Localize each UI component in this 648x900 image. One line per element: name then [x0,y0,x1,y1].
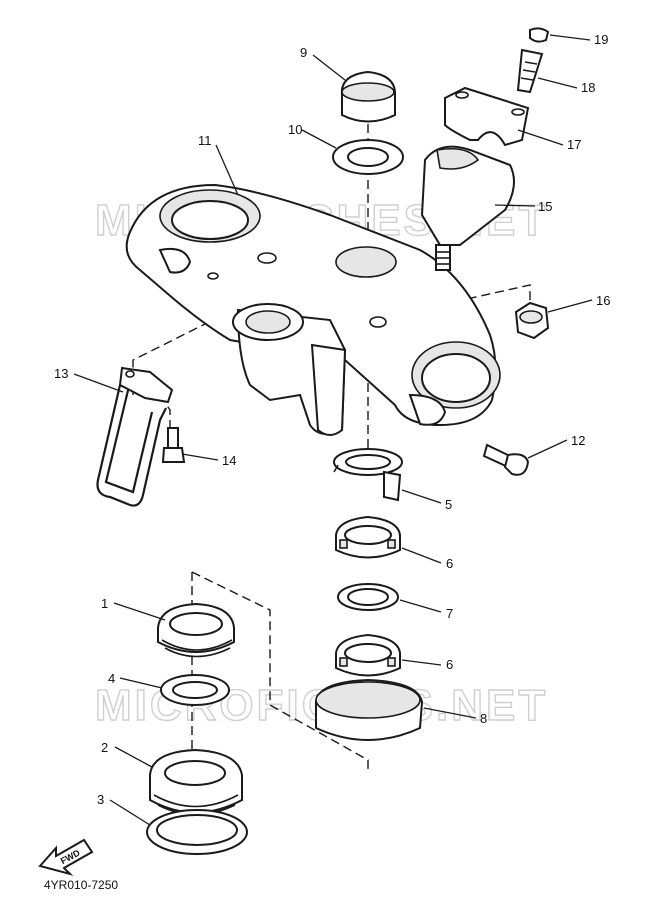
callout-6-lower: 6 [446,657,453,672]
callout-16: 16 [596,293,610,308]
callout-15: 15 [538,199,552,214]
callout-3: 3 [97,792,104,807]
bearing-cover [315,678,424,741]
bolt-cap [529,27,550,43]
leader-lines [73,34,593,826]
callout-5: 5 [445,497,452,512]
callout-6-upper: 6 [446,556,453,571]
callout-4: 4 [108,671,115,686]
callout-9: 9 [300,45,307,60]
lower-bearing [149,748,243,816]
pinch-bolt [482,443,530,476]
rubber-washer [337,583,399,611]
callout-11: 11 [198,133,212,148]
callout-14: 14 [222,453,236,468]
holder-bolt [516,48,544,94]
callout-numbers: 1 2 3 4 5 6 6 7 8 9 10 11 12 13 14 15 16… [54,32,610,807]
callout-18: 18 [581,80,595,95]
callout-7: 7 [446,606,453,621]
dust-seal [146,809,248,855]
handlebar-holder-upper [444,86,530,147]
ring-nut-upper [335,515,401,559]
cap-nut [340,70,397,123]
washer-10 [332,139,404,175]
upper-bearing [157,602,235,658]
bracket-nut [514,301,550,340]
callout-10: 10 [288,122,302,137]
callout-13: 13 [54,366,68,381]
callout-1: 1 [101,596,108,611]
handlebar-holder-lower [420,145,515,271]
callout-2: 2 [101,740,108,755]
fwd-arrow-icon: FWD [38,838,94,876]
upper-bracket [125,183,501,436]
callout-12: 12 [571,433,585,448]
ring-nut-lower [335,633,401,677]
callout-19: 19 [594,32,608,47]
callout-8: 8 [480,711,487,726]
seal-ring [160,674,230,706]
diagram-code: 4YR010-7250 [44,878,119,892]
lock-washer [333,448,403,502]
cable-guide [96,366,174,507]
callout-17: 17 [567,137,581,152]
guide-bolt [161,427,186,463]
